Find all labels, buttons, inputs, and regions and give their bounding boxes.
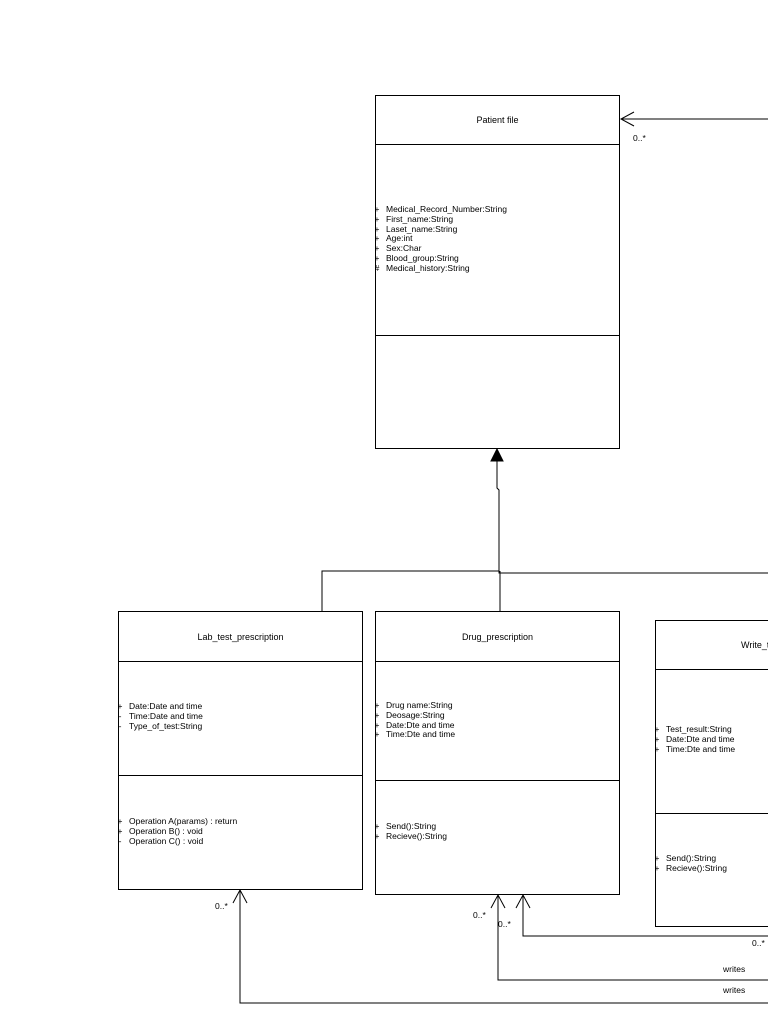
- attribute-text: Date:Dte and time: [386, 719, 455, 730]
- operation-text: Operation B() : void: [129, 825, 203, 836]
- class-drug-prescription-operations: + Send():String + Recieve():String: [376, 780, 619, 894]
- operation-visibility: +: [655, 853, 660, 863]
- attribute-visibility: -: [118, 710, 122, 721]
- class-drug-prescription-attributes: + Drug name:String + Deosage:String + Date:Dt…: [376, 661, 619, 781]
- operation-visibility: +: [655, 862, 660, 873]
- attribute-text: Medical_history:String: [386, 262, 470, 273]
- attribute-visibility: +: [375, 233, 380, 244]
- multiplicity-lab-label: 0..*: [215, 901, 228, 911]
- class-patient-file[interactable]: Patient file + Medical_Record_Number:Stri…: [375, 95, 620, 449]
- class-write-test-attributes: + Test_result:String + Date:Dte and time + Ti…: [656, 669, 768, 814]
- class-lab-test-prescription-operations: + Operation A(params) : return + Operation …: [119, 775, 362, 889]
- attribute-text: Blood_group:String: [386, 252, 459, 263]
- attribute-visibility: +: [655, 733, 660, 744]
- class-write-test-operations: + Send():String + Recieve():String: [656, 813, 768, 926]
- attribute-visibility: +: [118, 701, 123, 711]
- operation-text: Operation A(params) : return: [129, 816, 238, 826]
- operation-text: Recieve():String: [666, 862, 727, 873]
- attribute-text: Sex:Char: [386, 243, 422, 254]
- generalization-arrowhead: [490, 447, 504, 462]
- attribute-visibility: +: [375, 213, 380, 224]
- writes-upper-label: writes: [723, 964, 746, 974]
- attribute-visibility: +: [375, 223, 380, 234]
- attribute-visibility: +: [655, 743, 660, 754]
- attribute-visibility: #: [375, 262, 380, 273]
- class-lab-test-prescription[interactable]: Lab_test_prescription + Date:Date and tim…: [118, 611, 363, 890]
- attribute-visibility: +: [375, 729, 380, 740]
- multiplicity-drug-right-label: 0..*: [498, 919, 511, 929]
- class-patient-file-operations: [376, 335, 619, 448]
- attribute-text: Time:Dte and time: [666, 743, 736, 754]
- class-write-test-name: Write_t: [656, 621, 768, 670]
- multiplicity-patient-label: 0..*: [633, 133, 646, 143]
- class-drug-prescription[interactable]: Drug_prescription + Drug name:String + Deos…: [375, 611, 620, 895]
- attribute-text: Drug name:String: [386, 700, 453, 710]
- attribute-text: Test_result:String: [666, 724, 732, 734]
- class-patient-file-attributes: + Medical_Record_Number:String + First_name…: [376, 144, 619, 336]
- class-write-test[interactable]: Write_t + Test_result:String + Date:Dte and…: [655, 620, 768, 927]
- class-lab-test-prescription-attributes: + Date:Date and time-Time:Date and time-T…: [119, 661, 362, 776]
- drug-right-arrowhead: [515, 893, 531, 909]
- attribute-visibility: -: [118, 720, 122, 731]
- attribute-visibility: +: [655, 724, 660, 734]
- attribute-visibility: +: [375, 709, 380, 720]
- operation-text: Recieve():String: [386, 830, 447, 841]
- attribute-text: Date:Date and time: [129, 701, 203, 711]
- operation-visibility: +: [118, 825, 123, 836]
- attribute-text: First_name:String: [386, 213, 454, 224]
- operation-visibility: +: [375, 821, 380, 831]
- operation-visibility: -: [118, 835, 122, 846]
- class-lab-test-prescription-name: Lab_test_prescription: [119, 612, 362, 662]
- generalization-trunk: [496, 460, 500, 571]
- writes-lower-line: [239, 890, 768, 1004]
- attribute-visibility: +: [375, 252, 380, 263]
- drug-right-line: [522, 895, 768, 937]
- generalization-write-branch: [498, 571, 768, 574]
- drug-left-arrowhead: [490, 893, 506, 909]
- operation-text: Send():String: [666, 853, 717, 863]
- operation-visibility: +: [118, 816, 123, 826]
- attribute-visibility: +: [375, 719, 380, 730]
- attribute-visibility: +: [375, 204, 380, 214]
- attribute-visibility: +: [375, 243, 380, 254]
- patient-association-arrowhead: [619, 111, 635, 127]
- multiplicity-drug-left-label: 0..*: [473, 910, 486, 920]
- attribute-text: Type_of_test:String: [129, 720, 203, 731]
- attribute-text: Laset_name:String: [386, 223, 458, 234]
- attribute-text: Date:Dte and time: [666, 733, 735, 744]
- attribute-text: Deosage:String: [386, 709, 445, 720]
- class-drug-prescription-name: Drug_prescription: [376, 612, 619, 662]
- multiplicity-write-label: 0..*: [752, 938, 765, 948]
- attribute-text: Medical_Record_Number:String: [386, 204, 507, 214]
- operation-text: Operation C() : void: [129, 835, 204, 846]
- attribute-visibility: +: [375, 700, 380, 710]
- writes-upper-line: [497, 895, 768, 981]
- attribute-text: Time:Dte and time: [386, 729, 456, 740]
- attribute-text: Age:int: [386, 233, 413, 244]
- writes-lower-label: writes: [723, 985, 746, 995]
- attribute-text: Time:Date and time: [129, 710, 203, 721]
- generalization-lab-branch: [321, 570, 499, 611]
- operation-text: Send():String: [386, 821, 437, 831]
- operation-visibility: +: [375, 830, 380, 841]
- class-patient-file-name: Patient file: [376, 96, 619, 145]
- lab-association-arrowhead: [232, 888, 248, 904]
